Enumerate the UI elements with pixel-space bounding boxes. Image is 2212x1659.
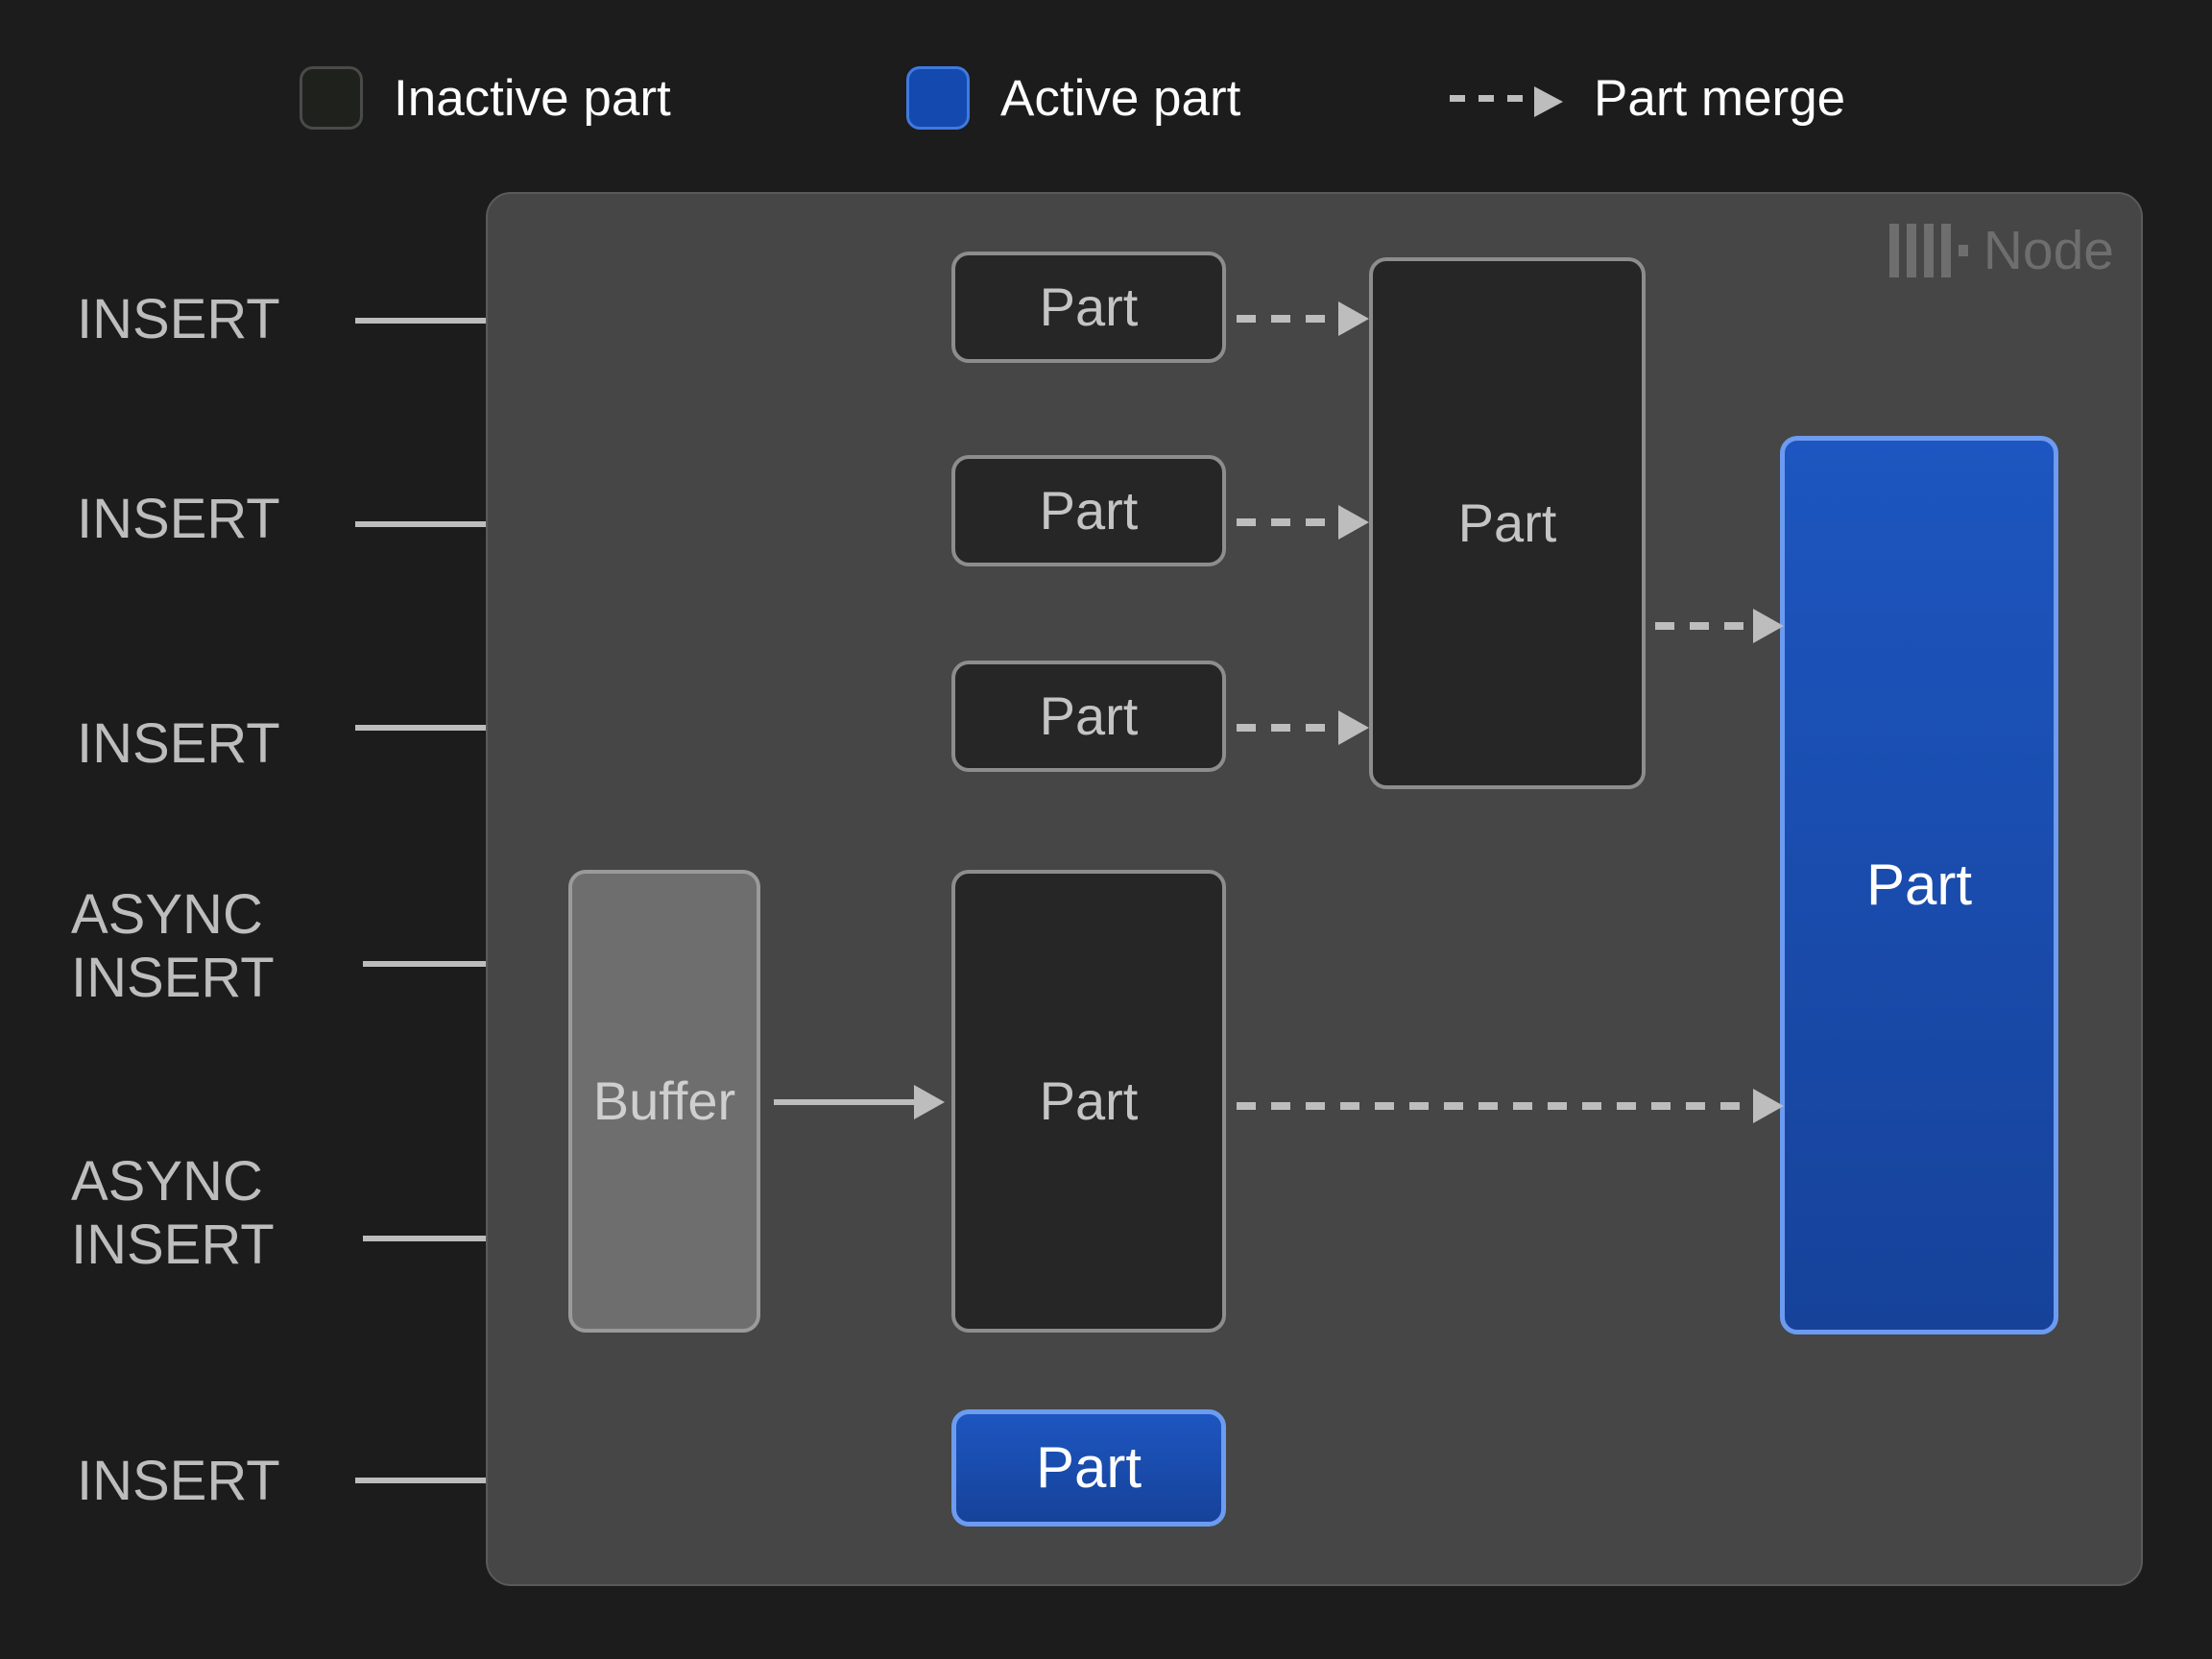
source-label-insert-1: INSERT [77, 288, 280, 350]
async-part-box[interactable]: Part [951, 870, 1226, 1333]
merged-part-box[interactable]: Part [1369, 257, 1646, 789]
source-label-async-insert-1: ASYNC INSERT [71, 883, 275, 1009]
dashed-arrow-icon [1450, 86, 1563, 117]
arrow-buffer-to-async-part [774, 1085, 945, 1119]
async-part-box-label: Part [1039, 1070, 1139, 1131]
legend: Inactive part Active part Part merge [0, 38, 2212, 144]
source-label-insert-4: INSERT [77, 1450, 280, 1512]
legend-label-active-part: Active part [1000, 69, 1241, 127]
source-label-async-insert-2: ASYNC INSERT [71, 1150, 275, 1276]
part-box-1[interactable]: Part [951, 252, 1226, 363]
merge-arrow-merged-to-final [1655, 609, 1784, 643]
buffer-box-label: Buffer [592, 1070, 736, 1131]
legend-label-part-merge: Part merge [1594, 69, 1846, 127]
merge-arrow-part-3-to-merged [1237, 710, 1369, 745]
source-label-insert-3: INSERT [77, 712, 280, 775]
legend-item-part-merge: Part merge [1450, 60, 1845, 136]
part-box-2-label: Part [1039, 480, 1139, 541]
legend-item-inactive-part: Inactive part [300, 60, 671, 136]
direct-part-box-label: Part [1035, 1435, 1142, 1500]
part-box-1-label: Part [1039, 276, 1139, 337]
direct-part-box[interactable]: Part [951, 1409, 1226, 1527]
merge-arrow-part-2-to-merged [1237, 505, 1369, 540]
clickhouse-bars-icon [1888, 224, 1968, 277]
merge-arrow-async-part-to-final [1237, 1089, 1784, 1123]
part-box-3-label: Part [1039, 685, 1139, 746]
part-box-3[interactable]: Part [951, 661, 1226, 772]
legend-label-inactive-part: Inactive part [394, 69, 671, 127]
merge-arrow-part-1-to-merged [1237, 301, 1369, 336]
source-label-insert-2: INSERT [77, 488, 280, 550]
inactive-part-swatch-icon [300, 66, 363, 130]
legend-item-active-part: Active part [906, 60, 1240, 136]
node-badge: Node [1888, 207, 2114, 294]
merged-part-box-label: Part [1457, 493, 1557, 553]
part-box-2[interactable]: Part [951, 455, 1226, 566]
final-part-box-label: Part [1865, 853, 1973, 917]
buffer-box[interactable]: Buffer [568, 870, 760, 1333]
active-part-swatch-icon [906, 66, 970, 130]
node-label: Node [1983, 219, 2114, 281]
final-part-box[interactable]: Part [1780, 436, 2058, 1334]
